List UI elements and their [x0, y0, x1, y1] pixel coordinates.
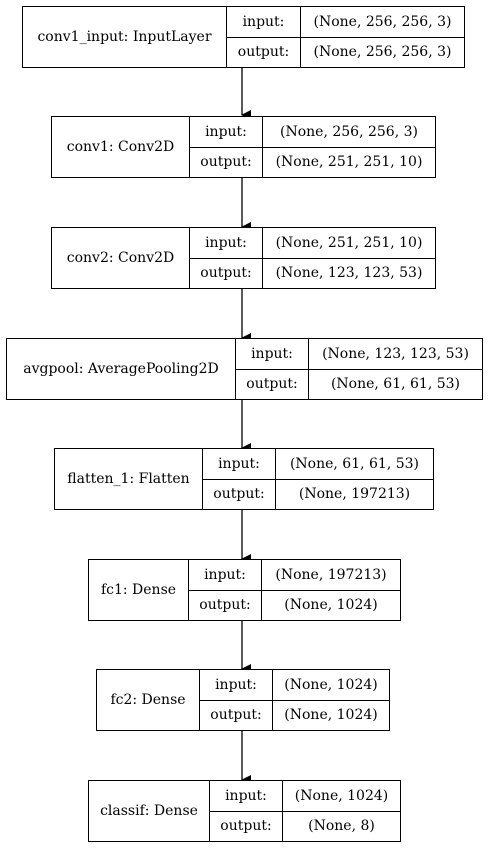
input-label: input: — [215, 676, 257, 693]
layer-node-fc1: fc1: Dense input: output: (None, 197213)… — [88, 559, 401, 621]
layer-node-flatten-1: flatten_1: Flatten input: output: (None,… — [54, 448, 434, 510]
io-label-column: input: output: — [200, 670, 273, 730]
output-label: output: — [200, 699, 272, 731]
output-shape: (None, 123, 123, 53) — [263, 257, 435, 289]
output-shape: (None, 1024) — [273, 699, 389, 731]
input-shape: (None, 256, 256, 3) — [313, 13, 452, 30]
layer-name: conv2: Conv2D — [52, 228, 190, 288]
io-label-column: input: output: — [190, 117, 263, 177]
output-shape: (None, 197213) — [276, 478, 433, 510]
shape-column: (None, 123, 123, 53) (None, 61, 61, 53) — [309, 339, 482, 399]
input-shape: (None, 1024) — [284, 676, 378, 693]
input-label: input: — [242, 13, 285, 30]
shape-column: (None, 256, 256, 3) (None, 251, 251, 10) — [263, 117, 435, 177]
output-label: output: — [190, 146, 262, 178]
output-label: output: — [203, 478, 275, 510]
layer-name: flatten_1: Flatten — [55, 449, 203, 509]
input-label: input: — [204, 566, 246, 583]
layer-node-conv1-input: conv1_input: InputLayer input: output: (… — [22, 6, 465, 68]
shape-column: (None, 197213) (None, 1024) — [262, 560, 400, 620]
io-label-column: input: output: — [189, 560, 262, 620]
layer-name: fc2: Dense — [97, 670, 200, 730]
input-shape: (None, 197213) — [275, 566, 387, 583]
layer-node-fc2: fc2: Dense input: output: (None, 1024) (… — [96, 669, 390, 731]
output-label: output: — [189, 589, 261, 621]
input-label: input: — [205, 234, 247, 251]
output-label: output: — [236, 368, 308, 400]
io-label-column: input: output: — [190, 228, 263, 288]
shape-column: (None, 1024) (None, 8) — [283, 781, 400, 841]
input-label: input: — [251, 345, 293, 362]
input-shape: (None, 61, 61, 53) — [289, 455, 420, 472]
shape-column: (None, 1024) (None, 1024) — [273, 670, 389, 730]
input-label: input: — [218, 455, 260, 472]
layer-node-conv2: conv2: Conv2D input: output: (None, 251,… — [51, 227, 436, 289]
layer-node-classif: classif: Dense input: output: (None, 102… — [88, 780, 401, 842]
layer-node-avgpool: avgpool: AveragePooling2D input: output:… — [6, 338, 483, 400]
shape-column: (None, 61, 61, 53) (None, 197213) — [276, 449, 433, 509]
input-shape: (None, 1024) — [294, 787, 389, 804]
output-shape: (None, 61, 61, 53) — [309, 368, 482, 400]
input-label: input: — [205, 123, 247, 140]
input-shape: (None, 123, 123, 53) — [322, 345, 469, 362]
output-label: output: — [190, 257, 262, 289]
io-label-column: input: output: — [210, 781, 283, 841]
layer-name: avgpool: AveragePooling2D — [7, 339, 236, 399]
io-label-column: input: output: — [227, 7, 301, 67]
layer-name: fc1: Dense — [89, 560, 189, 620]
output-shape: (None, 8) — [283, 810, 400, 842]
input-shape: (None, 251, 251, 10) — [275, 234, 423, 251]
input-label: input: — [225, 787, 267, 804]
output-shape: (None, 251, 251, 10) — [263, 146, 435, 178]
layer-name: conv1_input: InputLayer — [23, 7, 227, 67]
layer-name: conv1: Conv2D — [52, 117, 190, 177]
output-label: output: — [210, 810, 282, 842]
io-label-column: input: output: — [203, 449, 276, 509]
shape-column: (None, 256, 256, 3) (None, 256, 256, 3) — [301, 7, 464, 67]
layer-node-conv1: conv1: Conv2D input: output: (None, 256,… — [51, 116, 436, 178]
layer-name: classif: Dense — [89, 781, 210, 841]
shape-column: (None, 251, 251, 10) (None, 123, 123, 53… — [263, 228, 435, 288]
io-label-column: input: output: — [236, 339, 309, 399]
output-label: output: — [227, 36, 300, 68]
input-shape: (None, 256, 256, 3) — [280, 123, 418, 140]
output-shape: (None, 256, 256, 3) — [301, 36, 464, 68]
output-shape: (None, 1024) — [262, 589, 400, 621]
